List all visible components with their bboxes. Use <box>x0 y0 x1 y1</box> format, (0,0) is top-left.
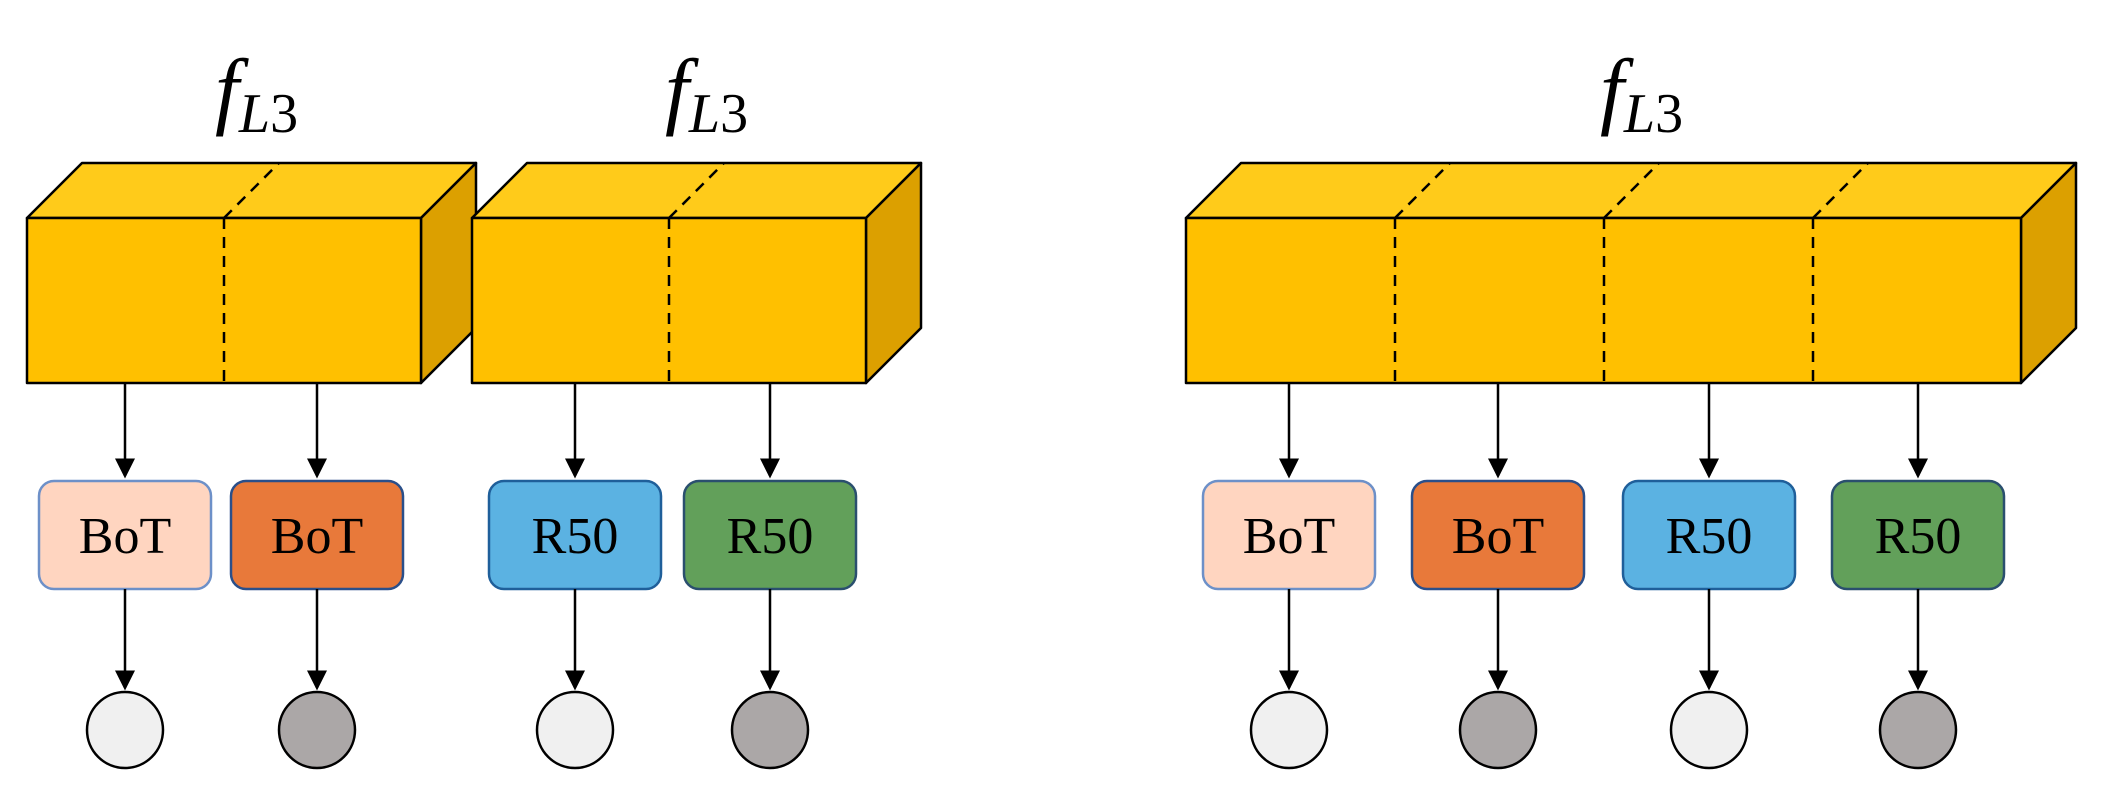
feature-title: fL3 <box>665 41 748 145</box>
head-label: R50 <box>1875 508 1962 565</box>
split-divider <box>1602 162 1660 383</box>
head-label: BoT <box>1452 508 1544 565</box>
feature-block <box>1184 161 2078 385</box>
head-label: BoT <box>1243 508 1335 565</box>
split-divider <box>667 162 725 383</box>
head-branch: R50 <box>487 383 663 770</box>
head-label: R50 <box>1666 508 1753 565</box>
feature-group-1: fL3 BoT BoT <box>25 41 478 770</box>
output-node <box>730 690 810 770</box>
split-divider <box>222 162 280 383</box>
head-branch: BoT <box>1410 383 1586 770</box>
head-label: R50 <box>727 508 814 565</box>
feature-title: fL3 <box>1600 41 1683 145</box>
head-branch: R50 <box>1830 383 2006 770</box>
head-branch: BoT <box>37 383 213 770</box>
head-branch: R50 <box>1621 383 1797 770</box>
output-node <box>85 690 165 770</box>
head-label: BoT <box>79 508 171 565</box>
head-label: R50 <box>532 508 619 565</box>
output-node <box>277 690 357 770</box>
feature-block <box>25 161 478 385</box>
output-node <box>1458 690 1538 770</box>
output-node <box>1878 690 1958 770</box>
head-label: BoT <box>271 508 363 565</box>
output-node <box>535 690 615 770</box>
feature-group-2: fL3 R50 R50 <box>470 41 923 770</box>
output-node <box>1669 690 1749 770</box>
head-branch: BoT <box>1201 383 1377 770</box>
output-node <box>1249 690 1329 770</box>
head-branch: R50 <box>682 383 858 770</box>
split-divider <box>1811 162 1869 383</box>
feature-block <box>470 161 923 385</box>
split-divider <box>1393 162 1451 383</box>
feature-title: fL3 <box>215 41 298 145</box>
head-branch: BoT <box>229 383 405 770</box>
feature-group-3: fL3 BoT <box>1184 41 2078 770</box>
